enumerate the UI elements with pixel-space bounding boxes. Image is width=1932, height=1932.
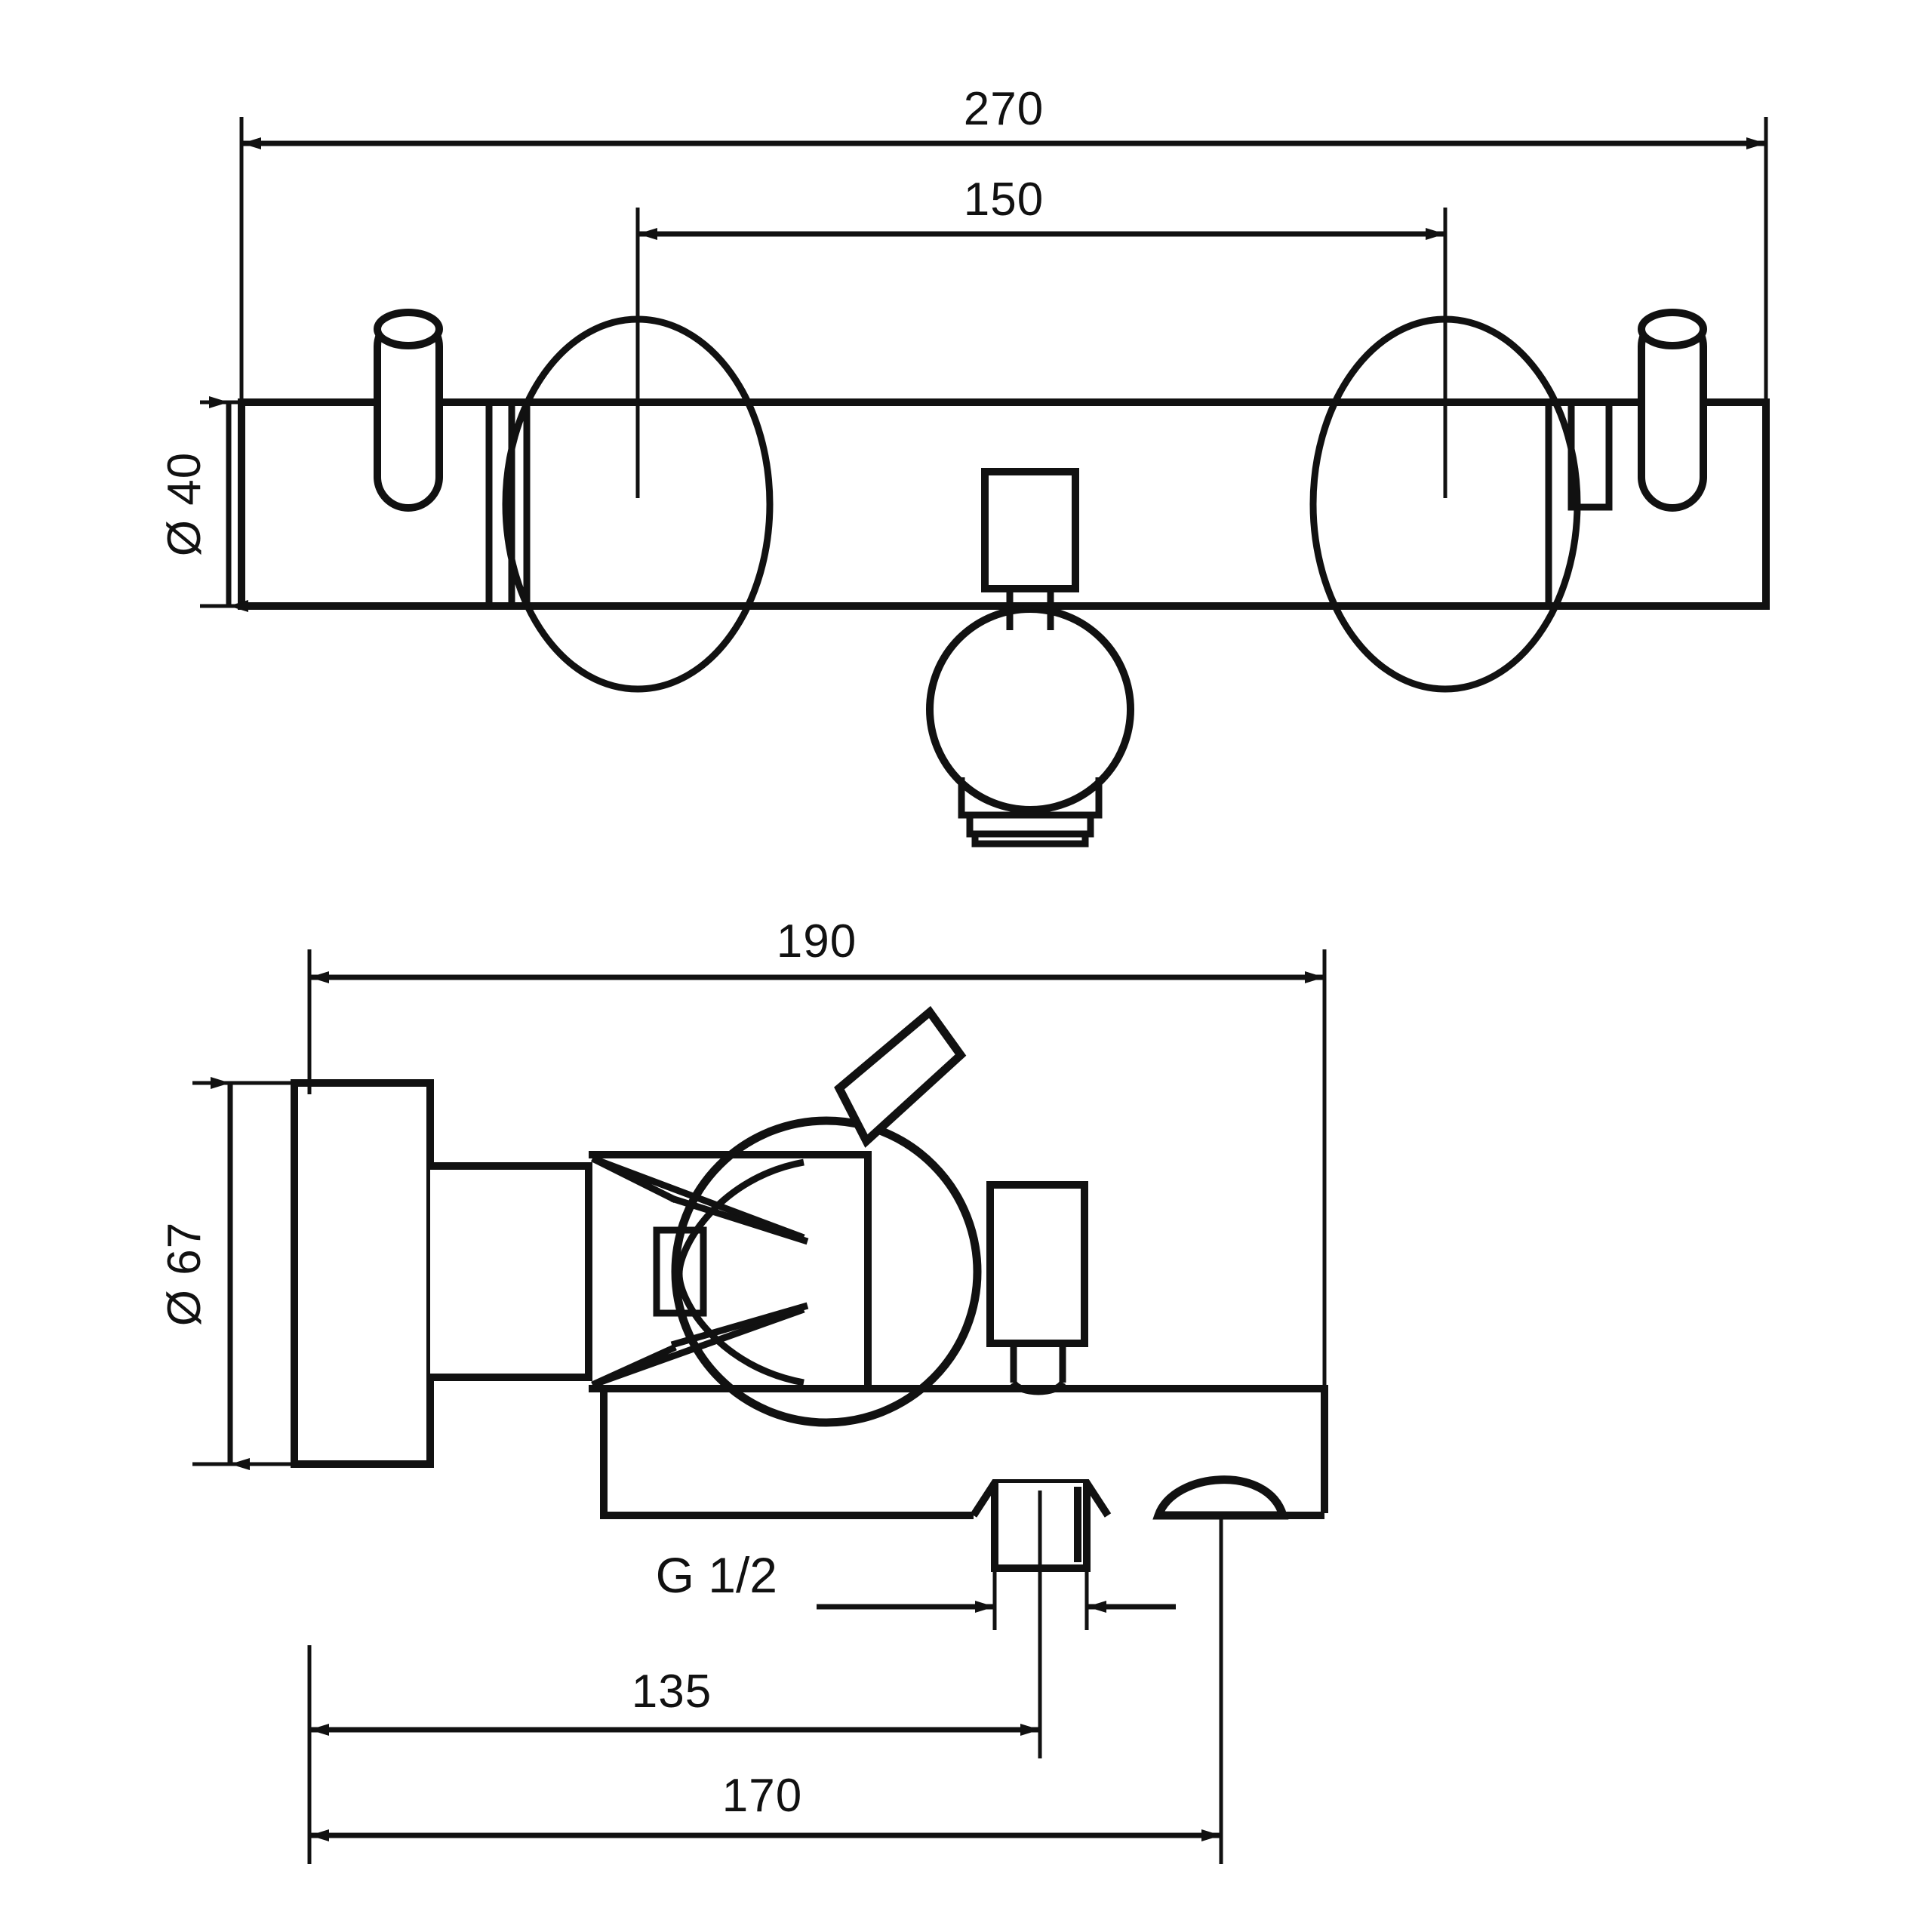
side-handwheel: [671, 1116, 982, 1427]
side-view-group: 190 Ø 67 G 1/2: [158, 915, 1328, 1864]
side-handwheel-lever: [834, 1005, 967, 1148]
side-spout-tip: [1152, 1475, 1289, 1520]
front-outlet-collar: [958, 777, 1103, 848]
dim-g12-label: G 1/2: [656, 1547, 777, 1603]
dim-150-label: 150: [964, 174, 1044, 226]
front-left-grip-ring: [485, 402, 531, 606]
front-view-group: 270 150 Ø 40: [158, 83, 1770, 848]
side-inlet-shank: [430, 1162, 592, 1381]
dim-170-label: 170: [722, 1770, 802, 1822]
side-diverter-stem: [1010, 1343, 1066, 1395]
dim-d40-extension-lines: [200, 400, 332, 608]
dim-d40-label: Ø 40: [158, 452, 211, 556]
dim-170-extension-lines: [307, 1736, 1223, 1864]
dim-270-label: 270: [964, 83, 1044, 135]
dim-150-extension-lines: [635, 208, 1447, 498]
dim-g12-extension-lines: [992, 1555, 1089, 1630]
dim-135-label: 135: [632, 1666, 712, 1718]
side-diverter-knob: [986, 1181, 1088, 1347]
front-left-handle-pin: [374, 309, 443, 512]
dim-190-label: 190: [777, 915, 857, 968]
front-outlet-sphere: [926, 605, 1134, 814]
dim-d67-label: Ø 67: [158, 1222, 211, 1326]
front-right-index-slot: [1545, 402, 1613, 606]
dim-270-extension-lines: [239, 117, 1768, 423]
front-right-handle-pin: [1638, 309, 1707, 512]
front-diverter-cap: [981, 468, 1079, 592]
side-wall-flange: [291, 1079, 434, 1468]
